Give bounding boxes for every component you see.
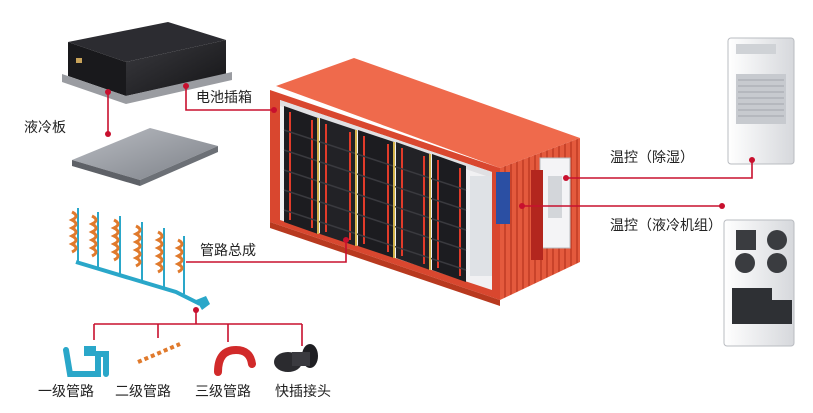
battery-box-illustration [62,22,232,104]
icon-secondary-pipe [137,342,181,364]
label-secondary-pipe: 二级管路 [115,384,171,400]
container-illustration [270,58,580,306]
icon-quick-connector [274,344,318,372]
label-temp-control-chiller: 温控（液冷机组） [610,218,722,234]
leader-lines [93,86,753,346]
pipe-assembly-illustration [68,208,210,310]
liquid-cooling-plate-illustration [72,128,218,186]
label-quick-connector: 快插接头 [275,384,331,400]
label-pipe-assembly: 管路总成 [200,243,256,259]
label-battery-box: 电池插箱 [196,90,252,106]
label-primary-pipe: 一级管路 [38,384,94,400]
icon-tertiary-pipe [214,345,256,376]
ac-chiller-illustration [723,219,795,347]
label-liquid-plate: 液冷板 [24,120,66,136]
label-temp-control-dehumid: 温控（除湿） [610,150,694,166]
icon-primary-pipe [63,346,109,377]
label-tertiary-pipe: 三级管路 [195,384,251,400]
leader-dots [105,83,755,313]
ac-dehumid-illustration [727,37,795,165]
battery-rack-stacks [283,106,467,282]
